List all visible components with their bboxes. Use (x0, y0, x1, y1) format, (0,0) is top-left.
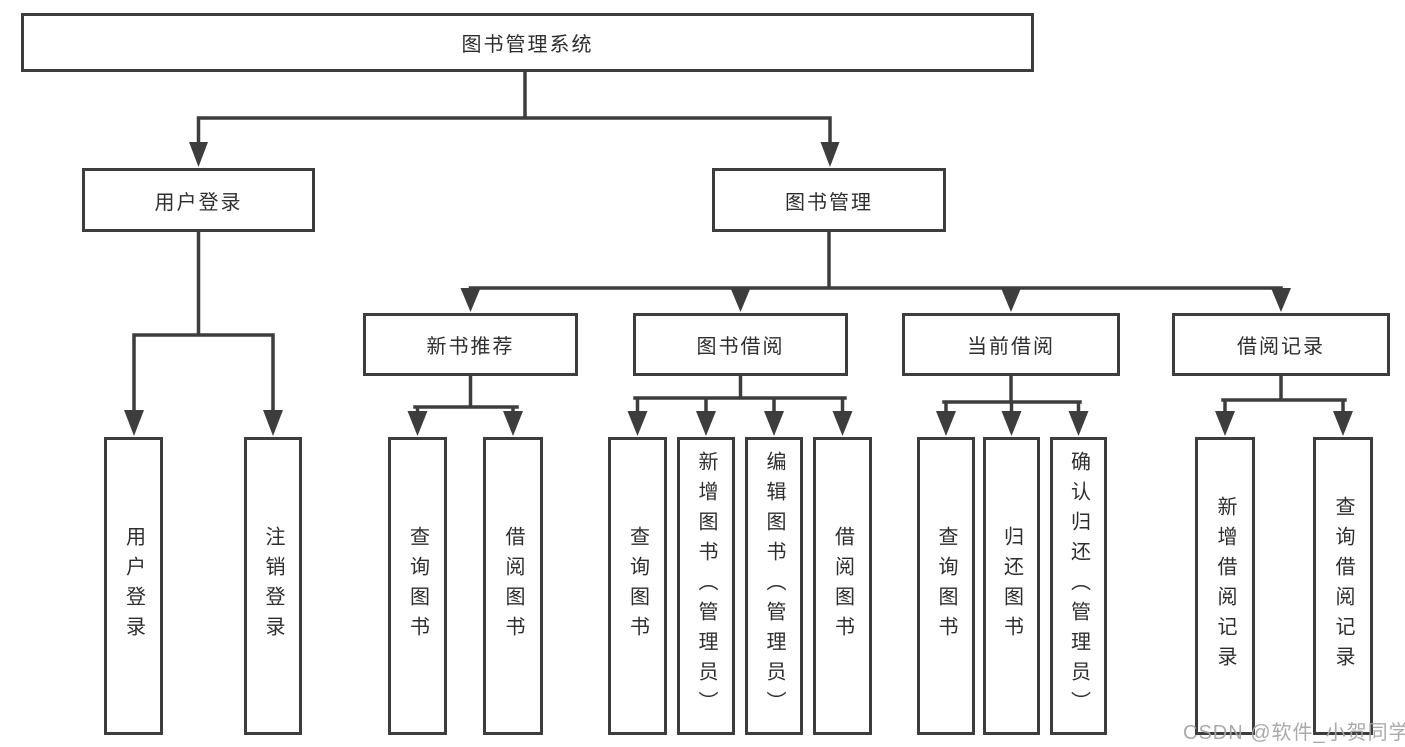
node-book-management-label: 图书管理 (785, 191, 873, 214)
leaf-bb-query-books-label: 查询图书 (626, 526, 649, 646)
csdn-watermark: CSDN @软件_小贺同学 (1183, 722, 1405, 744)
leaf-br-add-record-label: 新增借阅记录 (1214, 496, 1236, 676)
connector-book-management-split (468, 229, 1283, 294)
connector-borrow-records-split (1221, 373, 1347, 416)
arrowhead-icon (764, 411, 784, 436)
arrowhead-icon (407, 411, 428, 436)
arrowhead-icon (820, 142, 840, 167)
leaf-nbr-query-books-label: 查询图书 (406, 526, 429, 646)
leaf-cb-query-books-label: 查询图书 (935, 526, 957, 646)
leaf-bb-add-books-admin: 新增图书（管理员） (677, 437, 735, 735)
arrowhead-icon (730, 288, 751, 312)
leaf-nbr-borrow-books-label: 借阅图书 (502, 526, 524, 646)
arrowhead-icon (124, 410, 144, 436)
leaf-user-login: 用户登录 (104, 437, 163, 735)
leaf-br-query-record-label: 查询借阅记录 (1332, 496, 1354, 676)
arrowhead-icon (1271, 288, 1291, 312)
arrowhead-icon (1001, 288, 1021, 312)
leaf-user-login-label: 用户登录 (122, 526, 145, 646)
leaf-bb-query-books: 查询图书 (608, 437, 667, 735)
node-book-management: 图书管理 (712, 168, 946, 232)
node-root-label: 图书管理系统 (461, 34, 594, 56)
leaf-cb-confirm-return-admin: 确认归还（管理员） (1050, 437, 1107, 735)
node-borrow-records: 借阅记录 (1172, 313, 1390, 376)
arrowhead-icon (696, 411, 716, 436)
node-book-borrow-label: 图书借阅 (696, 336, 785, 358)
leaf-cb-query-books: 查询图书 (917, 437, 975, 735)
leaf-logout-label: 注销登录 (262, 526, 284, 646)
connector-root-split (196, 69, 832, 146)
arrowhead-icon (503, 411, 523, 436)
leaf-bb-edit-books-admin-label: 编辑图书（管理员） (763, 451, 785, 721)
connector-new-book-recommend-split (413, 373, 519, 416)
connector-book-borrow-split (633, 373, 847, 416)
leaf-cb-confirm-return-admin-label: 确认归还（管理员） (1067, 451, 1090, 721)
leaf-br-query-record: 查询借阅记录 (1313, 437, 1373, 735)
arrowhead-icon (832, 411, 853, 436)
arrowhead-icon (263, 410, 283, 436)
node-user-login: 用户登录 (82, 168, 315, 232)
arrowhead-icon (1215, 411, 1235, 436)
arrowhead-icon (1068, 411, 1089, 436)
leaf-cb-return-books: 归还图书 (983, 437, 1040, 735)
node-new-book-recommend-label: 新书推荐 (426, 336, 515, 358)
arrowhead-icon (460, 288, 481, 312)
node-user-login-label: 用户登录 (154, 191, 243, 214)
leaf-nbr-query-books: 查询图书 (388, 437, 447, 735)
node-borrow-records-label: 借阅记录 (1237, 336, 1325, 358)
leaf-br-add-record: 新增借阅记录 (1195, 437, 1255, 735)
node-current-borrow: 当前借阅 (902, 313, 1120, 376)
node-current-borrow-label: 当前借阅 (967, 336, 1055, 358)
node-root: 图书管理系统 (21, 13, 1034, 72)
leaf-bb-edit-books-admin: 编辑图书（管理员） (745, 437, 803, 735)
leaf-cb-return-books-label: 归还图书 (1000, 526, 1023, 646)
arrowhead-icon (936, 411, 956, 436)
node-book-borrow: 图书借阅 (633, 313, 848, 376)
leaf-logout: 注销登录 (244, 437, 302, 735)
connector-current-borrow-split (942, 373, 1082, 416)
arrowhead-icon (1001, 411, 1022, 436)
arrowhead-icon (627, 411, 648, 436)
arrowhead-icon (1333, 411, 1353, 436)
leaf-bb-borrow-books: 借阅图书 (813, 437, 872, 735)
arrowhead-icon (189, 142, 208, 167)
node-new-book-recommend: 新书推荐 (363, 313, 578, 376)
leaf-nbr-borrow-books: 借阅图书 (483, 437, 543, 735)
connector-user-login-split (132, 229, 275, 415)
leaf-bb-add-books-admin-label: 新增图书（管理员） (695, 451, 717, 721)
leaf-bb-borrow-books-label: 借阅图书 (831, 526, 854, 646)
